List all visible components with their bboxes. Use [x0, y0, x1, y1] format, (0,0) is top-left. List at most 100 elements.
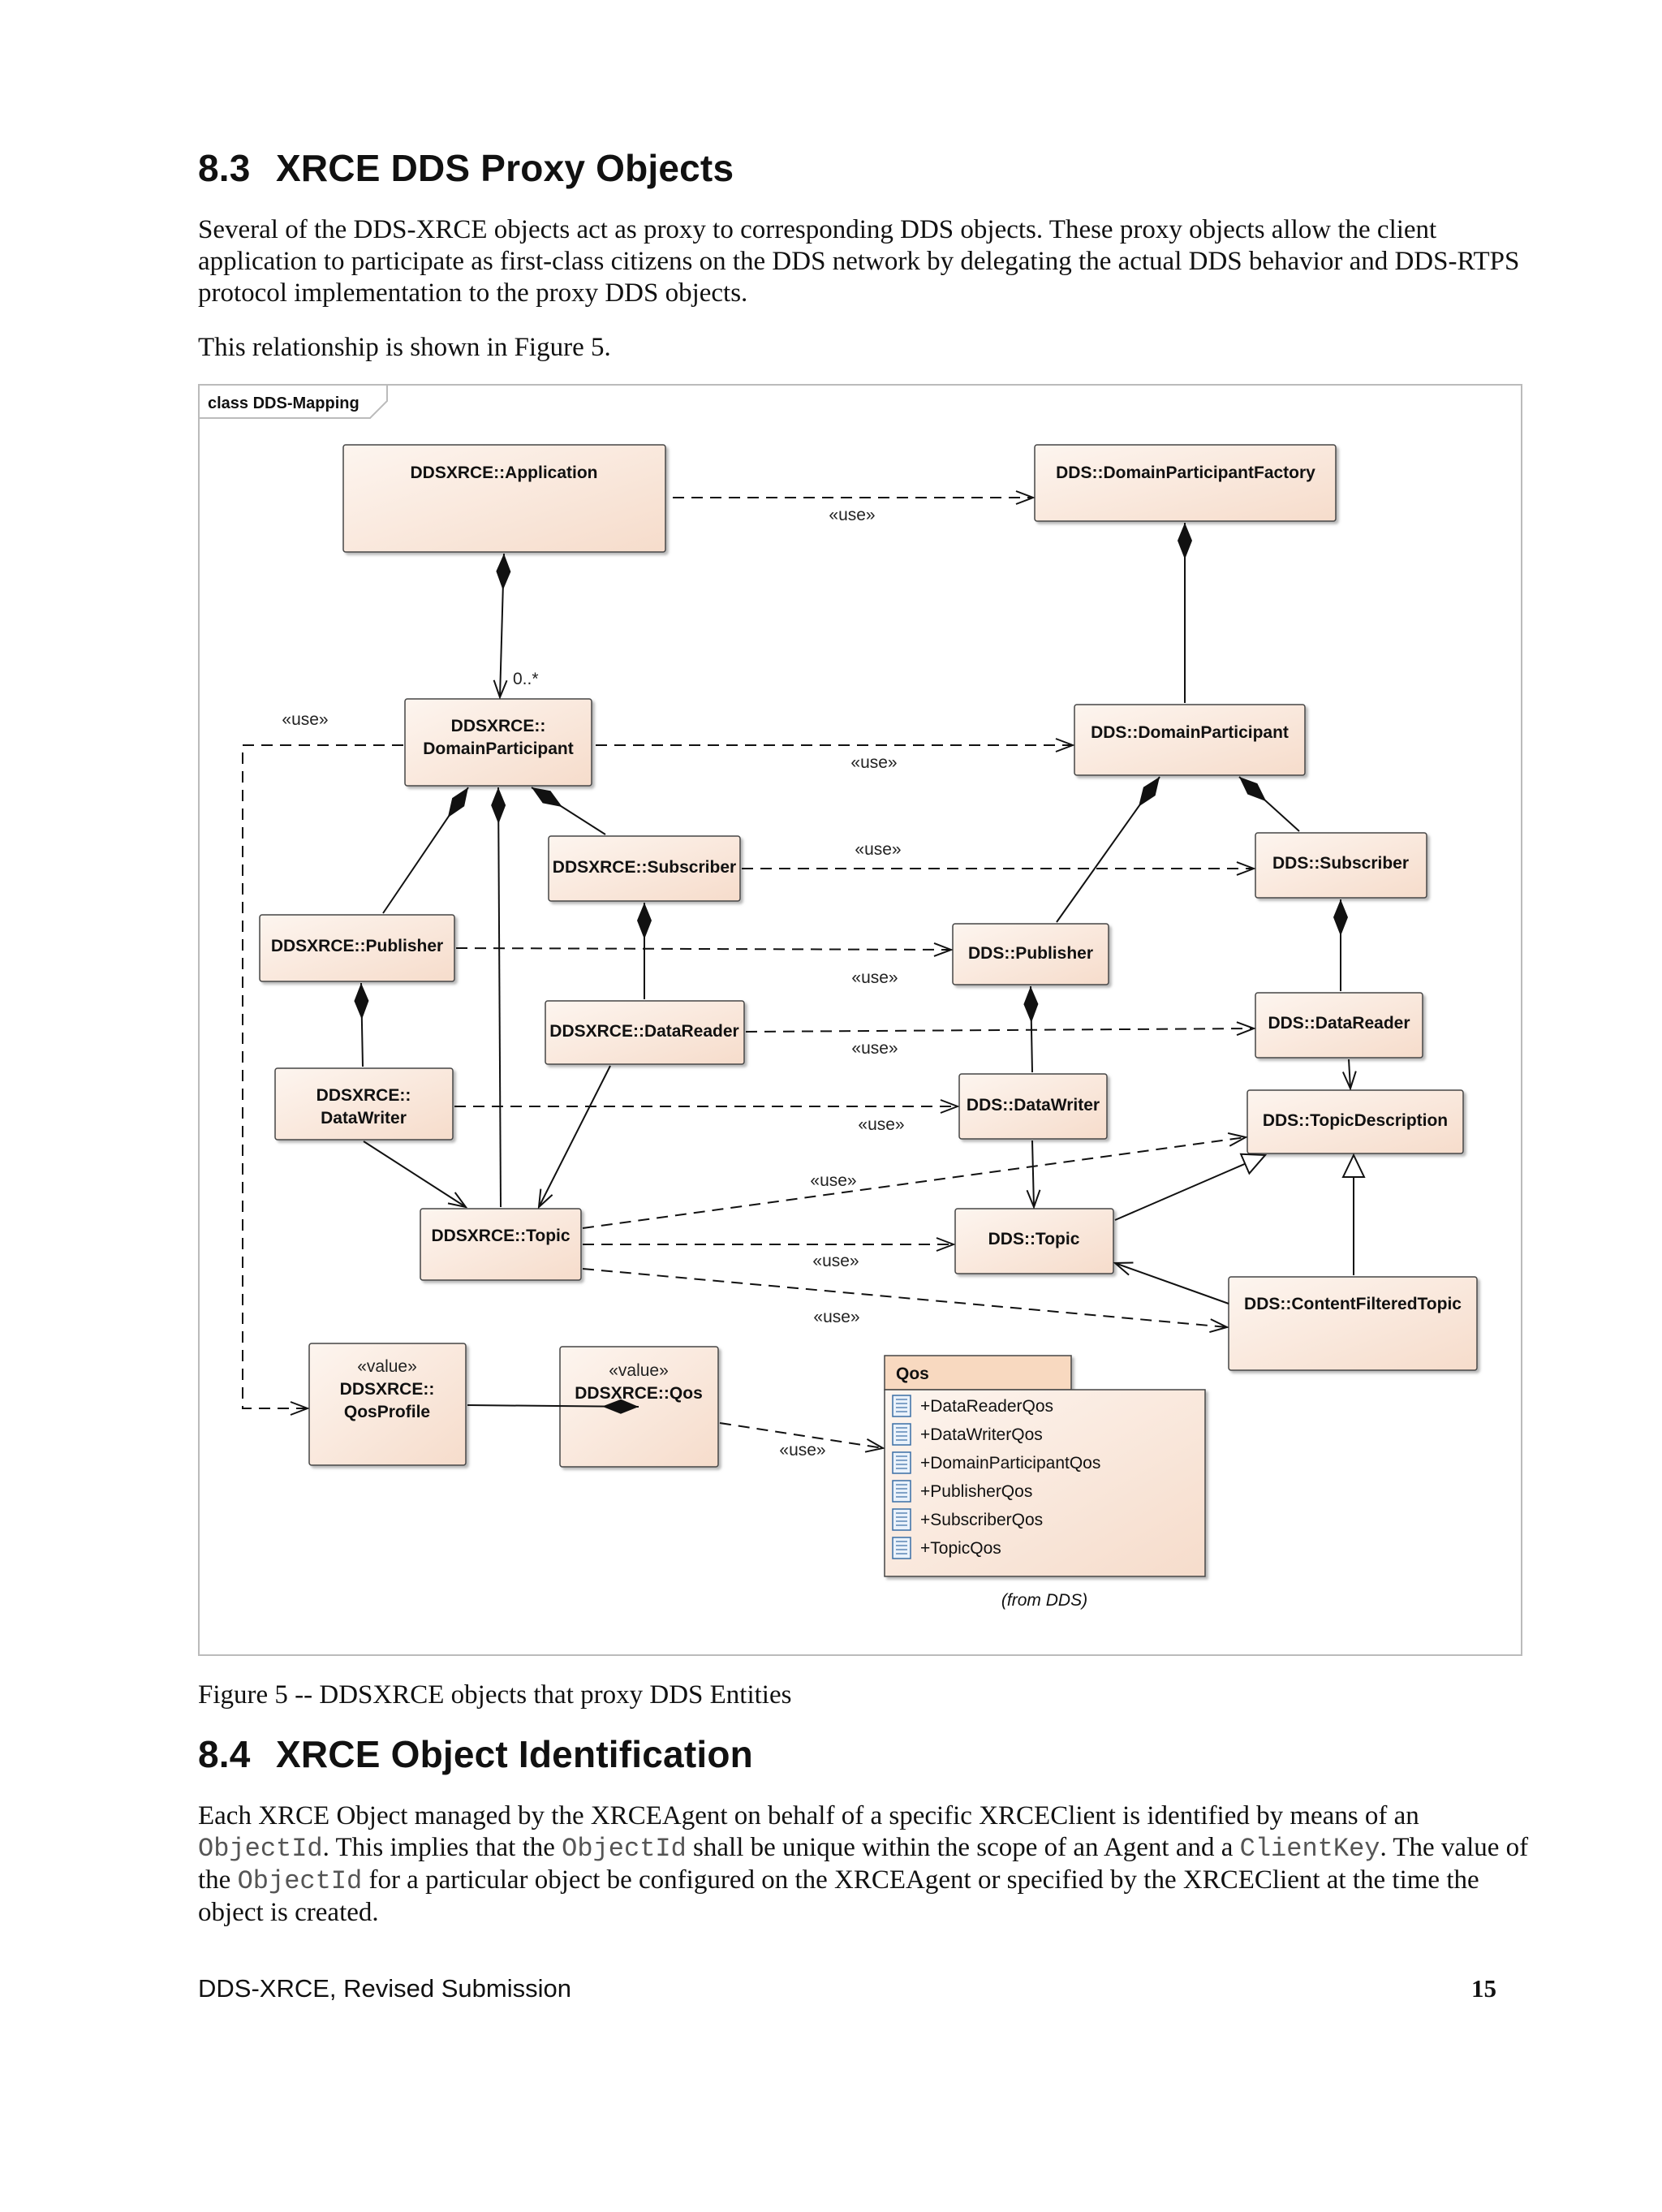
footer-page-number: 15 — [1471, 1974, 1496, 2003]
use-labels: «use» «use» «use» «use» «use» «use» «use… — [282, 506, 904, 1460]
class-name: DDS::ContentFilteredTopic — [1244, 1295, 1462, 1313]
class-name: DDS::DataReader — [1268, 1014, 1410, 1033]
class-dds-contentfilteredtopic: DDS::ContentFilteredTopic — [1228, 1276, 1478, 1371]
code-objectid: ObjectId — [237, 1866, 363, 1896]
section-title: XRCE DDS Proxy Objects — [276, 147, 734, 189]
qos-attribute: +DomainParticipantQos — [920, 1454, 1100, 1473]
package-qos: Qos +DataReaderQos +DataWriterQos +DomainP… — [884, 1355, 1206, 1610]
class-dds-subscriber: DDS::Subscriber — [1255, 832, 1427, 899]
class-name: DDSXRCE::Topic — [431, 1227, 570, 1245]
class-name: DDSXRCE::Subscriber — [553, 858, 736, 877]
generalization-lines — [1114, 1155, 1354, 1275]
class-name: DDSXRCE::Publisher — [271, 937, 443, 955]
use-label: «use» — [779, 1441, 825, 1460]
section-number: 8.3 — [198, 147, 251, 189]
frame-tab — [199, 384, 388, 419]
association-lines — [363, 1059, 1350, 1304]
class-name: DDSXRCE::Qos — [575, 1384, 703, 1403]
qos-attribute-list: +DataReaderQos +DataWriterQos +DomainParti… — [892, 1395, 1100, 1559]
use-label: «use» — [850, 753, 897, 772]
class-dds-topicdescription: DDS::TopicDescription — [1246, 1089, 1464, 1154]
use-label: «use» — [851, 1039, 898, 1058]
section-title: XRCE Object Identification — [276, 1733, 753, 1775]
xqos-uses-qos — [719, 1422, 883, 1448]
attribute-icon — [892, 1423, 911, 1446]
footer-document-title: DDS-XRCE, Revised Submission — [198, 1974, 571, 2003]
text-run: shall be unique within the scope of an A… — [686, 1833, 1240, 1862]
code-clientkey: ClientKey — [1239, 1834, 1380, 1864]
class-name: DDSXRCE::Application — [411, 464, 598, 482]
xdatareader-uses-datareader — [745, 1028, 1254, 1032]
xpublisher-to-xdatawriter — [354, 982, 369, 1067]
datawriter-to-topic — [1032, 1140, 1034, 1207]
class-name-line1: DDSXRCE:: — [340, 1380, 435, 1399]
use-label: «use» — [829, 506, 875, 524]
qos-attribute: +TopicQos — [920, 1539, 1001, 1558]
section-heading-8-3: 8.3 XRCE DDS Proxy Objects — [198, 146, 734, 190]
xparticipant-uses-qosprofile — [242, 744, 403, 1408]
xparticipant-to-xtopic — [491, 787, 506, 1208]
class-name-line2: DataWriter — [321, 1109, 407, 1128]
xtopic-uses-cft — [582, 1268, 1227, 1327]
attribute-icon — [892, 1537, 911, 1559]
class-ddsxrce-datawriter: DDSXRCE:: DataWriter — [274, 1067, 454, 1140]
text-run: . This implies that the — [322, 1833, 562, 1862]
use-dependency-lines — [242, 498, 1254, 1448]
stereotype: «value» — [609, 1361, 669, 1380]
class-ddsxrce-topic: DDSXRCE::Topic — [420, 1208, 582, 1281]
class-ddsxrce-domainparticipant: DDSXRCE:: DomainParticipant — [404, 698, 592, 787]
class-name: DDS::DomainParticipant — [1091, 723, 1289, 742]
figure-caption: Figure 5 -- DDSXRCE objects that proxy D… — [198, 1680, 792, 1710]
xparticipant-to-xpublisher — [382, 787, 469, 914]
section-heading-8-4: 8.4 XRCE Object Identification — [198, 1732, 753, 1776]
section-number: 8.4 — [198, 1733, 251, 1775]
attribute-icon — [892, 1480, 911, 1503]
code-objectid: ObjectId — [198, 1834, 323, 1864]
class-dds-publisher: DDS::Publisher — [952, 923, 1109, 985]
class-name-line2: QosProfile — [344, 1403, 430, 1421]
class-name-line1: DDSXRCE:: — [316, 1086, 411, 1105]
uml-class-diagram: class DDS-Mapping DDSXRCE::Application D… — [198, 384, 1522, 1656]
class-name: DDS::Topic — [988, 1230, 1080, 1248]
qos-attribute: +DataReaderQos — [920, 1397, 1053, 1416]
package-body — [884, 1389, 1206, 1577]
class-name: DDS::TopicDescription — [1263, 1111, 1448, 1130]
xdatawriter-to-xtopic — [363, 1140, 466, 1207]
class-ddsxrce-datareader: DDSXRCE::DataReader — [545, 1000, 745, 1065]
attribute-icon — [892, 1395, 911, 1417]
class-dds-datareader: DDS::DataReader — [1255, 992, 1423, 1059]
use-label: «use» — [855, 840, 901, 859]
class-dds-topic: DDS::Topic — [954, 1208, 1114, 1274]
qos-attribute: +DataWriterQos — [920, 1425, 1043, 1444]
package-tab — [884, 1355, 1072, 1391]
class-ddsxrce-qos: «value» DDSXRCE::Qos — [559, 1346, 719, 1468]
participant-to-subscriber — [1238, 776, 1300, 832]
use-label: «use» — [282, 710, 328, 729]
figure-reference-paragraph: This relationship is shown in Figure 5. — [198, 333, 611, 362]
class-dds-domainparticipant: DDS::DomainParticipant — [1074, 704, 1306, 776]
class-name: DDSXRCE::DataReader — [549, 1022, 738, 1041]
package-name: Qos — [896, 1365, 929, 1383]
intro-paragraph: Several of the DDS-XRCE objects act as p… — [198, 215, 1520, 308]
text-run: Each XRCE Object managed by the XRCEAgen… — [198, 1801, 1419, 1830]
class-dds-datawriter: DDS::DataWriter — [958, 1073, 1108, 1140]
object-id-paragraph: Each XRCE Object managed by the XRCEAgen… — [198, 1800, 1529, 1929]
text-run: for a particular object be configured on… — [198, 1865, 1479, 1927]
use-label: «use» — [813, 1308, 859, 1326]
attribute-icon — [892, 1451, 911, 1474]
datareader-to-topicdescription — [1349, 1059, 1350, 1089]
class-name: DDS::DataWriter — [967, 1096, 1100, 1115]
attribute-icon — [892, 1508, 911, 1531]
multiplicity-label: 0..* — [513, 670, 539, 688]
composition-lines — [354, 523, 1348, 1414]
class-name: DDS::DomainParticipantFactory — [1056, 464, 1315, 482]
cft-to-topic — [1115, 1263, 1229, 1304]
participant-to-publisher — [1056, 776, 1160, 923]
xdatareader-to-xtopic — [539, 1065, 611, 1207]
use-label: «use» — [810, 1171, 856, 1190]
xpublisher-uses-publisher — [455, 948, 951, 950]
class-name-line2: DomainParticipant — [423, 739, 574, 758]
class-name: DDS::Subscriber — [1272, 854, 1409, 873]
package-origin: (from DDS) — [1001, 1591, 1087, 1610]
